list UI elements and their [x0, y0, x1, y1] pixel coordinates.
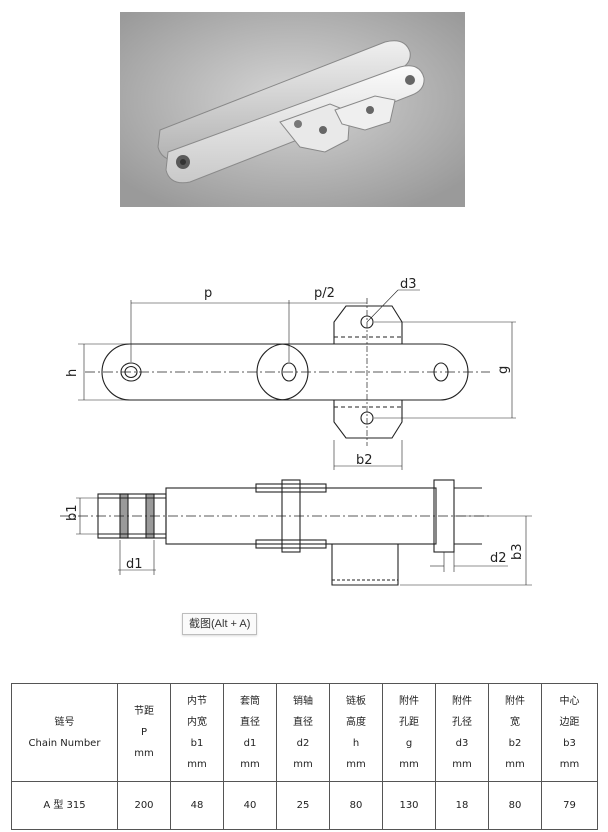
cell-b3: 79	[541, 781, 598, 830]
label-h: h	[65, 369, 80, 377]
screenshot-tooltip: 截图(Alt + A)	[182, 613, 258, 635]
attachment-side	[331, 544, 399, 586]
inner-plate-left	[97, 493, 167, 539]
chain-product-photo	[120, 12, 465, 207]
cell-pitch: 200	[117, 781, 171, 830]
cell-d1: 40	[223, 781, 277, 830]
cell-d3: 18	[435, 781, 489, 830]
outer-link-plate	[256, 343, 469, 401]
cell-d2: 25	[276, 781, 330, 830]
cell-h: 80	[329, 781, 383, 830]
label-d1: d1	[126, 557, 143, 572]
label-b2: b2	[356, 453, 373, 468]
table-row: A 型 315 200 48 40 25 80 130 18 80 79	[11, 781, 598, 830]
attachment-bottom	[333, 400, 403, 439]
label-p: p	[204, 286, 212, 301]
cell-chain-number: A 型 315	[11, 781, 118, 830]
inner-link-plate	[101, 343, 309, 401]
cell-g: 130	[382, 781, 436, 830]
attachment-top	[333, 305, 403, 344]
label-p-half: p/2	[314, 286, 335, 301]
cell-b2: 80	[488, 781, 542, 830]
cell-b1: 48	[170, 781, 224, 830]
label-d2: d2	[490, 551, 507, 566]
label-b1: b1	[65, 504, 80, 521]
label-g: g	[496, 366, 511, 374]
label-b3: b3	[510, 543, 525, 560]
label-d3: d3	[400, 277, 417, 292]
outer-plate-band	[165, 487, 437, 545]
